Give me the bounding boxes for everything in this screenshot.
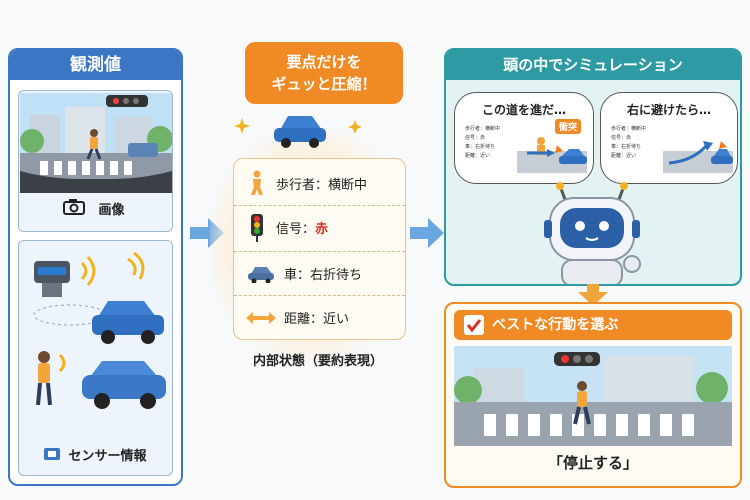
- swerve-scene: [663, 141, 733, 173]
- row-distance-label: 距離：近い: [284, 312, 350, 327]
- observation-panel: 観測値: [8, 48, 183, 486]
- summary-card: 歩行者：横断中 信号： 赤 車：右折待ち 距離：近い: [233, 158, 406, 340]
- row-pedestrian-label: 歩行者：横断中: [276, 177, 368, 193]
- bubble-straight-title: この道を進だ…: [481, 103, 566, 117]
- internal-state-caption: 内部状態（要約表現）: [252, 354, 383, 369]
- pedestrian-icon: [246, 169, 268, 197]
- sensor-chip-icon: [44, 448, 60, 460]
- row-car-label: 車：右折待ち: [284, 268, 363, 283]
- arrow-down-icon: [578, 284, 608, 306]
- camera-icon: [63, 199, 85, 215]
- mini-summary-left: 歩行者：横断中 信号：赤 車：右折待ち 距離：近い: [465, 125, 500, 161]
- compress-badge: 要点だけを ギュッと圧縮！: [245, 42, 403, 104]
- row-distance: 距離：近い: [234, 295, 405, 339]
- car-icon: [274, 116, 326, 148]
- distance-arrow-icon: [246, 304, 276, 332]
- dashcam-scene: [20, 93, 172, 193]
- blue-car-icon: [92, 301, 164, 344]
- collision-tag: 衝突: [555, 119, 582, 134]
- badge-line-2: ギュッと圧縮！: [271, 75, 377, 93]
- mini-row: 距離：近い: [611, 153, 637, 159]
- car-icon: [246, 260, 276, 288]
- arrow-right-icon: [410, 218, 444, 248]
- observation-title: 観測値: [10, 50, 181, 80]
- robot-icon: [544, 182, 641, 284]
- stop-scene: [454, 346, 732, 446]
- mini-row: 車：右折待ち: [465, 144, 496, 150]
- mini-row: 車：右折待ち: [611, 144, 642, 150]
- row-car: 車：右折待ち: [234, 251, 405, 295]
- sparkle-icon: [234, 118, 250, 134]
- mini-row: 距離：近い: [465, 153, 491, 159]
- traffic-light-icon: [246, 213, 268, 242]
- mini-row: 歩行者：横断中: [611, 126, 647, 132]
- simulation-title: 頭の中でシミュレーション: [446, 50, 740, 80]
- lidar-sensor-icon: [34, 261, 70, 297]
- sensor-card: センサー情報: [18, 240, 173, 476]
- thought-bubble-avoid-right: 右に避けたら… 歩行者：横断中 信号：赤 車：右折待ち 距離：近い: [600, 92, 738, 184]
- action-caption: 「停止する」: [547, 454, 638, 472]
- camera-image-card: 画像: [18, 90, 173, 232]
- sparkle-icon: [348, 120, 362, 134]
- image-caption: 画像: [98, 203, 125, 218]
- row-pedestrian: 歩行者：横断中: [234, 161, 405, 205]
- mini-summary-right: 歩行者：横断中 信号：赤 車：右折待ち 距離：近い: [611, 125, 646, 161]
- mini-row: 信号：赤: [465, 135, 486, 141]
- collision-scene: [517, 137, 587, 173]
- decision-header: ベストな行動を選ぶ: [454, 310, 732, 340]
- mini-row: 信号：赤: [611, 135, 632, 141]
- mini-row: 歩行者：横断中: [465, 126, 501, 132]
- pedestrian-figure: [573, 381, 591, 425]
- pedestrian-figure: [86, 129, 102, 160]
- traffic-light-icon: [554, 352, 600, 366]
- row-signal: 信号： 赤: [234, 205, 405, 249]
- simulation-panel: 頭の中でシミュレーション この道を進だ… 歩行者：横断中 信号：赤 車：右折待ち…: [444, 48, 742, 286]
- badge-line-1: 要点だけを: [286, 53, 362, 71]
- sensor-caption: センサー情報: [68, 449, 147, 464]
- sedan-car-icon: [82, 361, 166, 409]
- thought-bubble-straight: この道を進だ… 歩行者：横断中 信号：赤 車：右折待ち 距離：近い 衝突: [454, 92, 594, 184]
- sensor-scene: [33, 251, 166, 409]
- decision-panel: ベストな行動を選ぶ 「停止する」: [444, 302, 742, 488]
- pedestrian-figure: [36, 351, 52, 406]
- row-signal-value: 赤: [315, 222, 329, 237]
- row-signal-label: 信号：: [276, 222, 316, 237]
- bubble-right-title: 右に避けたら…: [626, 103, 711, 117]
- checkmark-icon: [464, 315, 484, 335]
- decision-title: ベストな行動を選ぶ: [492, 317, 619, 333]
